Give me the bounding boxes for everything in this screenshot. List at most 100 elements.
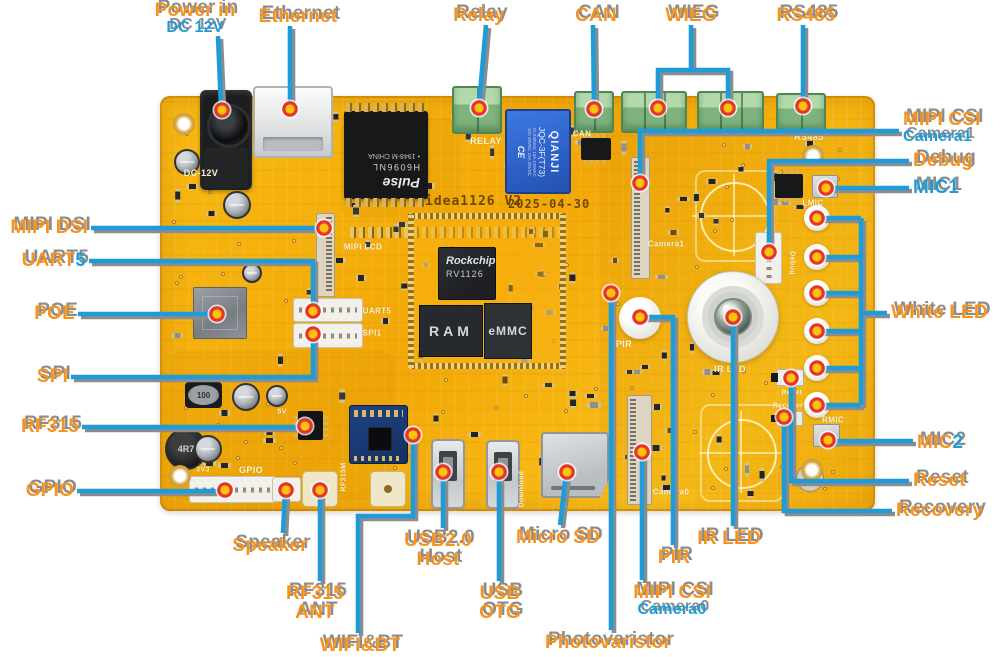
callout-text: MIPI DSI: [10, 217, 88, 238]
ir-lens-core: [714, 298, 752, 336]
silkscreen-text: SPI1: [362, 328, 382, 338]
via-pad: [741, 369, 746, 374]
callout-label-photovaristor: Photovaristor: [545, 633, 671, 652]
antenna-zone-circle: [707, 419, 777, 489]
pir-sensor-dome: [619, 297, 661, 339]
left-microphone: [812, 175, 838, 198]
via-pad: [837, 148, 842, 153]
via-pad: [265, 401, 270, 406]
callout-label-mic1: MIC1: [913, 178, 959, 197]
mounting-hole: [169, 465, 191, 487]
callout-text: 5: [75, 250, 86, 271]
silkscreen-text: 5V: [277, 408, 287, 416]
smd-passive: [694, 190, 700, 204]
callout-label-line: White LED: [891, 303, 988, 322]
silkscreen-text: RMIC: [821, 415, 845, 425]
smd-passive: [789, 429, 794, 442]
callout-label-gpio: GPIO: [26, 481, 74, 500]
callout-label-can: CAN: [575, 6, 617, 25]
callout-text: Host: [416, 549, 460, 571]
callout-text: Camera1: [903, 128, 973, 146]
callout-text: Photovaristor: [544, 632, 672, 653]
callout-text: 2: [952, 432, 964, 453]
power-inductor: 100: [185, 382, 222, 408]
board-revision-date: 2025-04-30: [508, 197, 591, 211]
soc-brand: Rockchip: [446, 255, 496, 267]
relay-spec: 7A 240VAC 10A 125VAC: [532, 126, 537, 177]
rf315-antenna-connector: [302, 471, 338, 507]
smd-passive: [433, 413, 439, 424]
callout-label-rs485: RS485: [776, 6, 835, 25]
micro-sd-slot: [541, 432, 609, 498]
silkscreen-text: POE: [280, 258, 302, 268]
usb2-host-port: [431, 439, 465, 509]
terminal-block-wieg-2: [697, 91, 764, 133]
soc-model: RV1126: [446, 269, 484, 279]
smd-passive: [690, 340, 695, 353]
callout-text: WIEG: [665, 5, 717, 26]
smd-passive: [676, 197, 690, 202]
callout-text: RF315: [285, 583, 345, 604]
callout-text: MIC: [917, 432, 953, 453]
smd-passive: [702, 369, 713, 375]
smd-passive: [263, 438, 276, 443]
callout-label-pir: PIR: [658, 548, 690, 567]
relay-component: QIANJI JQC-3F(T73) 7A 240VAC 10A 125VAC …: [505, 109, 571, 194]
relay-model: JQC-3F(T73): [537, 126, 547, 177]
callout-label-line: SPI: [37, 367, 68, 386]
ethernet-rj45-port: [253, 86, 333, 158]
smd-passive: [339, 389, 346, 403]
smd-passive: [542, 309, 557, 316]
smd-passive: [601, 326, 611, 331]
smd-passive: [355, 274, 366, 281]
right-microphone: [813, 424, 840, 447]
via-pad: [564, 263, 569, 268]
smd-passive: [422, 262, 431, 268]
camera1-fpc-connector: [631, 157, 650, 279]
smd-passive: [541, 383, 556, 388]
via-pad: [729, 218, 734, 223]
callout-label-line: WIEG: [665, 6, 716, 25]
smd-passive: [661, 473, 666, 483]
callout-text: Micro SD: [516, 527, 600, 548]
via-pad: [713, 228, 718, 233]
smd-passive: [540, 231, 550, 237]
callout-label-line: USB: [479, 584, 521, 603]
solder-pad-strip: [350, 227, 562, 238]
via-pad: [278, 445, 283, 450]
pulse-transformer-chip: Pulse H6096NL • 1948-M CHINA: [344, 103, 428, 207]
callout-label-line: CAN: [575, 6, 617, 25]
recovery-button: [771, 411, 803, 426]
silkscreen-text: Camera0: [652, 487, 690, 497]
callout-text: Relay: [453, 5, 505, 26]
terminal-separator: [801, 95, 803, 131]
camera0-fpc-connector: [627, 395, 652, 505]
callout-label-line: Photovaristor: [545, 633, 671, 652]
via-pad: [392, 466, 397, 471]
callout-label-line: ANT: [286, 603, 344, 622]
via-pad: [831, 469, 836, 474]
wifi-bt-module: [349, 405, 408, 464]
smd-passive: [278, 353, 284, 367]
silkscreen-text: Download: [518, 470, 526, 508]
via-pad: [692, 429, 697, 434]
via-pad: [723, 466, 728, 471]
callout-label-line: USB2.0: [404, 531, 472, 550]
via-pad: [523, 393, 528, 398]
castellated-edge: [409, 213, 565, 219]
silkscreen-text: UART5: [362, 306, 392, 316]
via-pad: [174, 281, 179, 286]
smd-passive: [709, 371, 722, 376]
callout-label-line: Recovery: [896, 501, 983, 520]
terminal-separator: [741, 93, 743, 131]
callout-text: MIPI CSI: [903, 109, 981, 130]
white-led-5: [804, 355, 830, 381]
debug-connector: [755, 232, 782, 284]
callout-label-line: MIC2: [917, 433, 963, 452]
callout-text: Camera0: [637, 601, 707, 619]
callout-label-mic2: MIC2: [917, 433, 963, 452]
callout-label-line: Host: [404, 550, 472, 569]
smd-passive: [186, 183, 200, 189]
callout-label-line: RF315: [21, 417, 79, 436]
